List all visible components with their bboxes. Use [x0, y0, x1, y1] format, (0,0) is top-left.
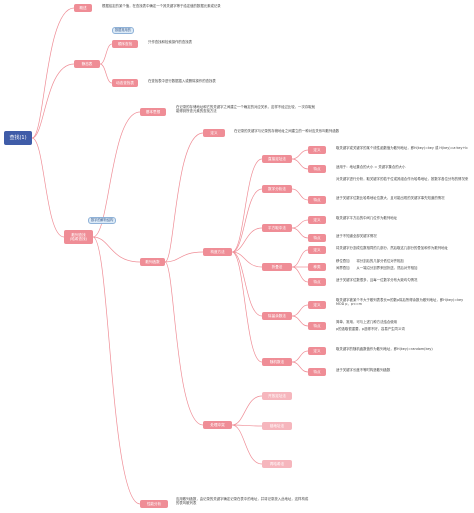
root-node[interactable]: 查找(1)	[4, 131, 32, 145]
node-random[interactable]: 随机数法	[262, 358, 292, 366]
mod-feature-text-2: p的选取很重要，p选得不好，容易产生同义词	[336, 327, 405, 331]
direct-feature-text: 适用于：地址集合的大小 = 关键字集合的大小	[336, 165, 406, 169]
node-hash-function[interactable]: 散列函数	[140, 258, 165, 266]
fold-kind-text-1: 移位叠加 将分割后的几部分低位对齐相加	[336, 259, 404, 263]
node-fold-def[interactable]: 定义	[308, 246, 326, 254]
node-fold-kind[interactable]: 种类	[308, 263, 326, 271]
node-hash-search[interactable]: 散列查找 (哈希查找)	[64, 230, 93, 244]
digit-feature-text: 适于关键字位数比哈希地址位数大，且可能出现的关键字事先知道的情况	[336, 196, 445, 200]
node-mod-def[interactable]: 定义	[308, 301, 326, 309]
node-square-feature[interactable]: 特点	[308, 234, 326, 242]
performance-text: 应用散列函数，由记录的关键字确定记录在表中的地址，并将记录放入此地址，这样构成的…	[176, 497, 309, 506]
node-digit-feature[interactable]: 特点	[308, 196, 326, 204]
dynamic-text: 在查找表中进行数据插入或删除操作的查找表	[148, 79, 216, 83]
node-folding[interactable]: 折叠法	[262, 263, 292, 271]
mod-def-text: 取关键字被某个不大于散列表表长m的数p除后所得余数为散列地址，即H(key)=k…	[336, 298, 464, 307]
fold-def-text: 将关键字分割成位数相同的几部分，然后取这几部分的叠加和作为散列地址	[336, 246, 448, 250]
rand-feature-text: 适于关键字长度不等时构造散列函数	[336, 368, 391, 372]
mod-feature-text-1: 简单、常用，可与上述几种方法结合使用	[336, 320, 398, 324]
node-fold-feature[interactable]: 特点	[308, 278, 326, 286]
node-open-addressing[interactable]: 开放定址法	[262, 392, 292, 400]
node-performance[interactable]: 性能分析	[140, 500, 168, 508]
square-def-text: 取关键字平方后的中间几位作为散列地址	[336, 216, 398, 220]
node-direct-feature[interactable]: 特点	[308, 165, 326, 173]
fold-feature-text: 适于关键字位数很多，且每一位数字分布大致均匀情况	[336, 278, 418, 282]
node-rand-feature[interactable]: 特点	[308, 368, 326, 376]
static-tag: 数据常用的	[112, 27, 134, 34]
node-dynamic-table[interactable]: 动态查找表	[112, 79, 138, 87]
node-definition[interactable]: 定义	[203, 129, 225, 137]
node-static-table[interactable]: 静态表	[74, 60, 100, 68]
node-sequential[interactable]: 顺序查找	[112, 40, 138, 48]
digit-analysis-text: 对关键字进行分析，取关键字的若干位或其组合作为哈希地址，按数字各位分布的情况来	[336, 177, 469, 181]
node-basic-idea[interactable]: 基本思想	[140, 108, 166, 116]
node-rand-def[interactable]: 定义	[308, 347, 326, 355]
node-direct-addressing[interactable]: 直接定址法	[262, 155, 292, 163]
node-rehash[interactable]: 再哈希法	[262, 460, 292, 468]
basic-idea-text: 在记录的存储地址和它的关键字之间建立一个确定的对应关系，这样不经过比较，一次存取…	[176, 105, 316, 114]
hash-tag: 数字的解析结构	[88, 217, 117, 224]
node-square-def[interactable]: 定义	[308, 216, 326, 224]
node-collision[interactable]: 处理冲突	[203, 421, 232, 429]
fold-kind-text-2: 间界叠加 从一端沿分割界来回折送，然后对齐相加	[336, 266, 418, 270]
node-chaining[interactable]: 链地址法	[262, 422, 292, 430]
node-construct-methods[interactable]: 构造方法	[203, 248, 232, 256]
node-digit-analysis[interactable]: 数字分析法	[262, 185, 292, 193]
node-summary[interactable]: 概述	[74, 4, 92, 12]
edges	[31, 7, 309, 505]
square-feature-text: 适于不知道全部关键字情况	[336, 234, 377, 238]
node-mod-feature[interactable]: 特点	[308, 322, 326, 330]
definition-text: 在记录的关键字与记录的存储地址之间建立的一种对应关系叫散列函数	[234, 129, 340, 133]
direct-def-text: 取关键字或关键字的某个线性函数值为散列地址，即H(key)=key 或 H(ke…	[336, 146, 468, 150]
node-division-remainder[interactable]: 除留余数法	[262, 312, 292, 320]
sequential-text: 只作查找和检索操作的查找表	[148, 40, 193, 44]
summary-text: 根据给定的某个值，在查找表中确定一个其关键字等于给定值的数据元素或记录	[102, 4, 221, 8]
rand-def-text: 取关键字的随机函数值作为散列地址，即H(key)=random(key)	[336, 347, 433, 351]
node-mid-square[interactable]: 平方取中法	[262, 224, 292, 232]
node-direct-def[interactable]: 定义	[308, 146, 326, 154]
